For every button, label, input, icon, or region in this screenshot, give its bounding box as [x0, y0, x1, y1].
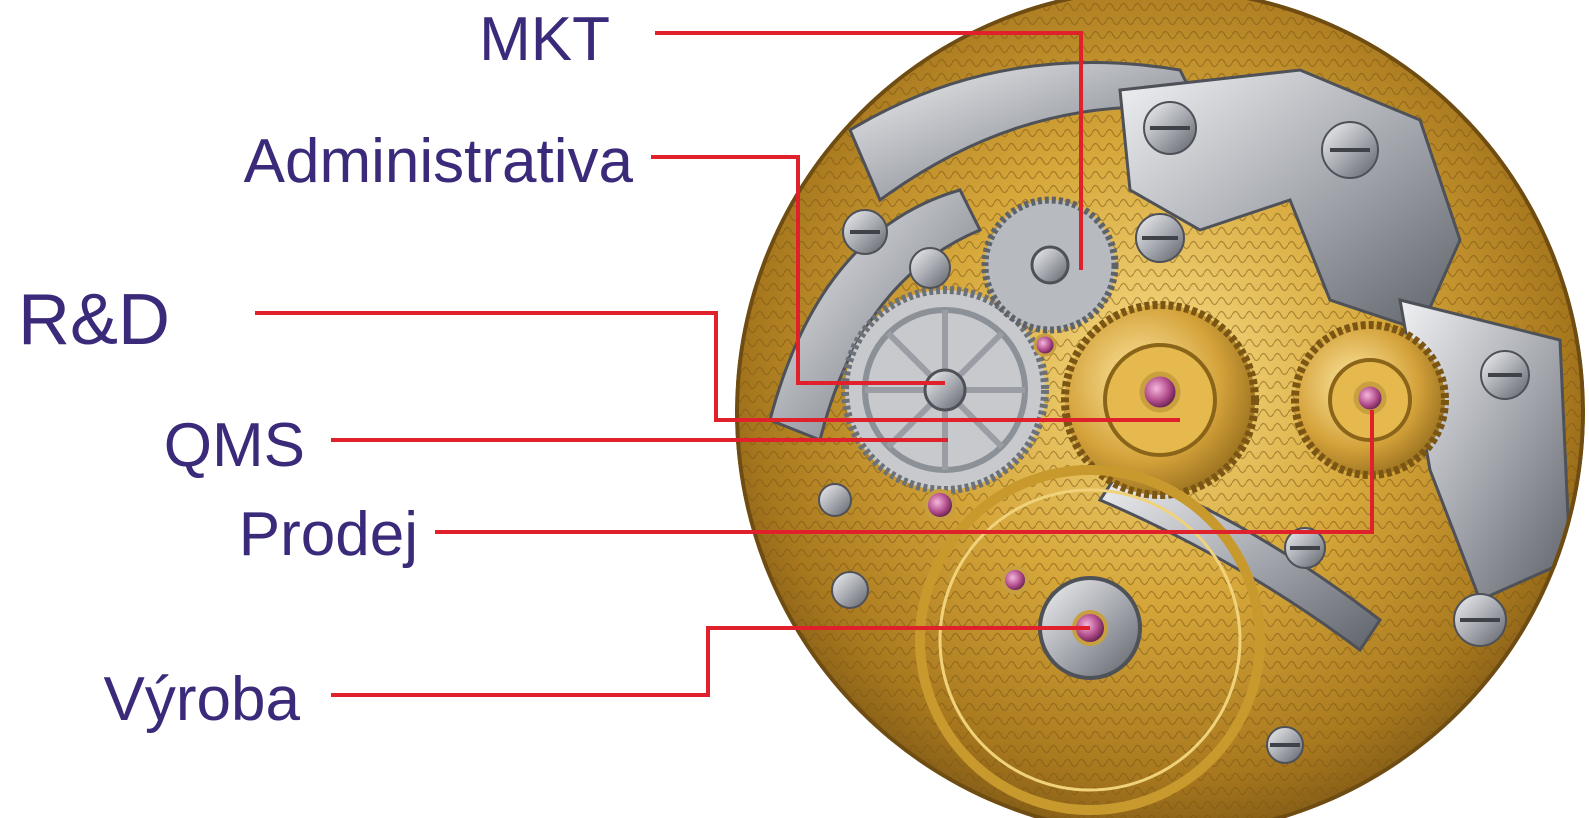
leader-line-administrativa [651, 155, 945, 385]
steel-bridge-right-upper [1118, 68, 1462, 332]
leader-line-prodej [435, 410, 1374, 534]
label-rd: R&D [18, 280, 170, 360]
label-vyroba: Výroba [104, 665, 301, 734]
label-qms: QMS [164, 411, 305, 480]
screw-slots [850, 126, 1522, 747]
large-steel-wheel [841, 286, 1049, 494]
leader-line-mkt [655, 31, 1083, 270]
leader-line-rd [255, 311, 1180, 422]
label-prodej: Prodej [239, 500, 418, 569]
label-mkt: MKT [479, 5, 610, 74]
leader-line-vyroba [331, 626, 1090, 697]
jewel [1001, 566, 1029, 594]
movement-rim [735, 0, 1585, 818]
center-gold-wheel [1061, 301, 1259, 499]
jewel [924, 489, 956, 521]
label-administrativa: Administrativa [244, 127, 634, 196]
right-gold-wheel [1291, 321, 1449, 479]
jewel [1033, 333, 1057, 357]
watch-movement-image [735, 0, 1585, 818]
small-steel-gear [981, 196, 1119, 334]
